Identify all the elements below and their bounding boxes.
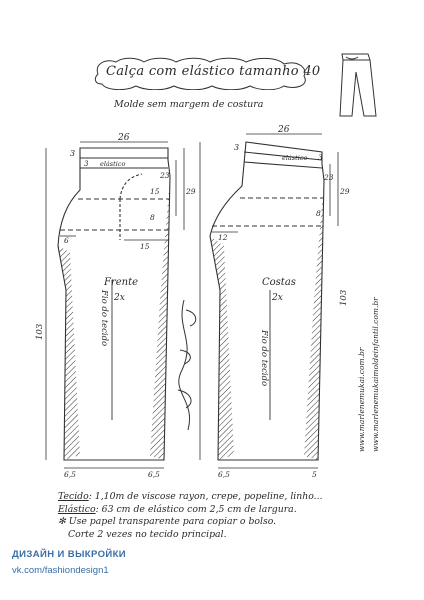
front-label: Frente: [103, 277, 138, 288]
trousers-icon: [339, 53, 377, 117]
back-piece: [199, 133, 339, 469]
designer-signature: [177, 299, 197, 431]
front-hem-left: 6,5: [64, 470, 76, 479]
front-grain-label: Fio do tecido: [99, 289, 109, 346]
side-url-2: www.marlenemukaimoldeinfantil.com.br: [371, 297, 380, 452]
front-waist-left: 3: [70, 149, 75, 158]
front-h15b: 15: [140, 242, 150, 251]
back-h23: 23: [323, 173, 334, 182]
front-top-width: 26: [117, 133, 130, 143]
pattern-notes: Tecido: 1,10m de viscose rayon, crepe, p…: [58, 491, 323, 541]
front-elastic-gap: 3: [84, 160, 89, 168]
back-hem-left: 6,5: [218, 470, 230, 479]
back-waist-left: 3: [234, 143, 239, 152]
title-cloud-outline: [94, 57, 306, 90]
front-h8: 8: [150, 213, 155, 222]
cut-note: Corte 2 vezes no tecido principal.: [68, 528, 227, 540]
front-h23: 23: [159, 171, 170, 180]
back-elastic-gap: 3: [318, 154, 323, 162]
back-h29: 29: [339, 187, 350, 196]
fabric-note-label: Tecido: [58, 491, 89, 502]
elastic-note-text: : 63 cm de elástico com 2,5 cm de largur…: [95, 503, 297, 515]
back-top-width: 26: [277, 125, 290, 135]
side-url-1: www.marlenemukai.com.br: [357, 347, 366, 452]
front-h29: 29: [185, 187, 196, 196]
elastic-note-label: Elástico: [58, 503, 96, 515]
front-hem-right: 6,5: [148, 470, 160, 479]
front-piece: [45, 141, 185, 469]
front-crotch-ext: 6: [64, 236, 69, 245]
back-grain-label: Fio do tecido: [259, 329, 269, 386]
front-inseam-length: 103: [35, 324, 45, 340]
pattern-subtitle: Molde sem margem de costura: [114, 99, 264, 110]
front-qty: 2x: [113, 293, 125, 303]
pocket-note: ✻ Use papel transparente para copiar o b…: [58, 516, 277, 527]
watermark-link[interactable]: vk.com/fashiondesign1: [12, 565, 109, 576]
front-h15a: 15: [150, 187, 160, 196]
back-label: Costas: [262, 277, 296, 288]
fabric-note-text: : 1,10m de viscose rayon, crepe, popelin…: [88, 491, 323, 502]
back-qty: 2x: [271, 293, 283, 303]
back-elastic-label: elástico: [282, 154, 307, 162]
watermark-title: ДИЗАЙН И ВЫКРОЙКИ: [12, 549, 127, 560]
elastic-note: Elástico: 63 cm de elástico com 2,5 cm d…: [58, 504, 323, 517]
fabric-note: Tecido: 1,10m de viscose rayon, crepe, p…: [58, 491, 323, 504]
back-h8: 8: [316, 209, 321, 218]
front-hatch-left: [58, 246, 80, 460]
back-inseam-length: 103: [339, 290, 349, 306]
back-hatch-right: [304, 180, 324, 460]
pattern-title: Calça com elástico tamanho 40: [106, 64, 321, 79]
back-hatch-left: [210, 236, 234, 460]
front-elastic-label: elástico: [100, 160, 125, 168]
front-hatch-right: [150, 176, 170, 460]
back-hem-right: 5: [312, 470, 317, 479]
watermark: ДИЗАЙН И ВЫКРОЙКИ vk.com/fashiondesign1: [12, 549, 126, 576]
back-crotch-ext: 12: [218, 233, 228, 242]
